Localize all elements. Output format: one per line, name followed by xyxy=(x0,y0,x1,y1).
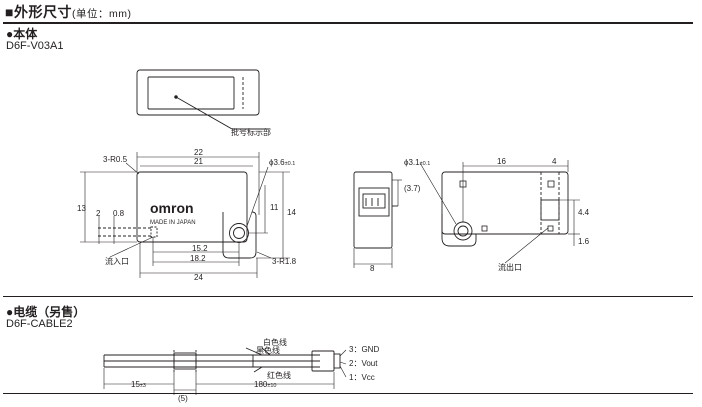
body-model-number: D6F-V03A1 xyxy=(6,40,64,52)
cable-section-title: ●电缆（另售） xyxy=(6,305,86,319)
cable-len15: 15±3 xyxy=(131,380,146,389)
white-wire-label: 白色线 xyxy=(263,337,287,347)
red-wire-label: 红色线 xyxy=(267,370,291,380)
black-wire-label: 黑色线 xyxy=(256,345,280,355)
side-view xyxy=(353,171,398,249)
dim-8: 8 xyxy=(370,264,375,273)
omron-logo: omron xyxy=(150,200,194,216)
inlet-label: 流入口 xyxy=(105,256,129,266)
cable-drawing xyxy=(103,347,341,373)
dim-r18: 3-R1.8 xyxy=(272,257,297,266)
dim-14: 14 xyxy=(287,208,296,217)
dim-4: 4 xyxy=(552,157,557,166)
dim-182: 18.2 xyxy=(190,254,206,263)
unit-note: (单位：mm) xyxy=(71,8,132,20)
cable-len5: (5) xyxy=(178,394,188,403)
dim-13: 13 xyxy=(77,204,86,213)
dim-24: 24 xyxy=(194,273,203,282)
header-rule xyxy=(3,22,693,24)
page-title: ■外形尺寸(单位：mm) xyxy=(5,2,131,22)
cable-len180: 180±10 xyxy=(254,380,277,389)
cable-model-number: D6F-CABLE2 xyxy=(6,318,73,330)
outlet-label: 流出口 xyxy=(498,262,522,272)
front-dimension-lines xyxy=(80,152,290,278)
dim-22: 22 xyxy=(194,148,203,157)
dim-37: (3.7) xyxy=(404,184,421,193)
dim-phi31: ϕ3.1±0.1 xyxy=(404,158,430,167)
dim-21: 21 xyxy=(194,157,203,166)
side-dimension-lines xyxy=(353,179,402,268)
dim-r05: 3-R0.5 xyxy=(103,155,128,164)
front-view xyxy=(98,171,257,259)
back-view xyxy=(441,171,569,247)
dim-phi36: ϕ3.6±0.1 xyxy=(269,158,295,167)
dim-16: 16 xyxy=(497,157,506,166)
made-in-label: MADE IN JAPAN xyxy=(150,220,196,226)
section-header: ■外形尺寸(单位：mm) xyxy=(0,0,702,22)
cable-dimension-lines xyxy=(103,349,347,395)
top-view xyxy=(136,69,268,130)
back-dimension-lines xyxy=(419,160,580,264)
lot-pointer-dot xyxy=(174,95,178,99)
lot-label: 批号标示部 xyxy=(231,127,271,137)
dim-152: 15.2 xyxy=(192,244,208,253)
section-divider xyxy=(3,296,693,297)
dim-2: 2 xyxy=(96,209,101,218)
dim-11: 11 xyxy=(270,203,279,212)
dim-08: 0.8 xyxy=(113,209,125,218)
body-section-title: ●本体 xyxy=(6,27,38,41)
pin3-label: 3：GND xyxy=(349,345,379,354)
bottom-rule xyxy=(3,393,693,394)
back-view-corner-dots xyxy=(459,180,555,232)
pin1-label: 1：Vcc xyxy=(349,373,375,382)
title-text: ■外形尺寸 xyxy=(5,4,72,20)
dim-16b: 1.6 xyxy=(578,237,590,246)
pin2-label: 2：Vout xyxy=(349,359,378,368)
dim-44: 4.4 xyxy=(578,208,590,217)
